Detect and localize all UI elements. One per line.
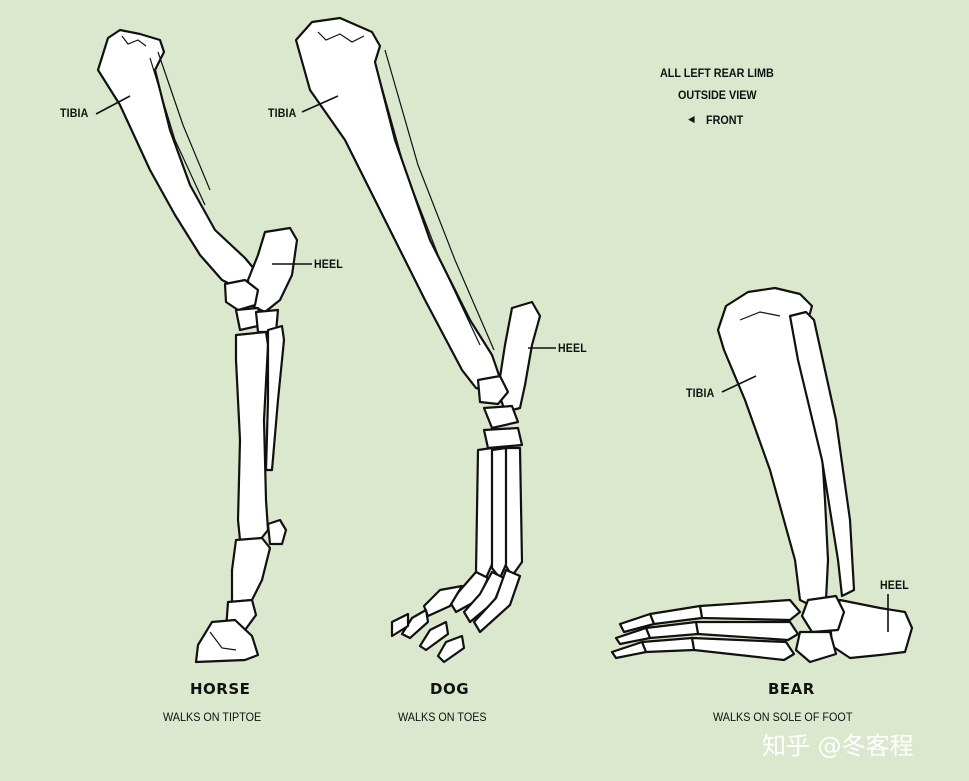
dog-caption: DOG — [430, 680, 470, 698]
dog-gait: WALKS ON TOES — [398, 710, 487, 724]
front-label: FRONT — [706, 113, 744, 127]
dog-heel-label: HEEL — [558, 341, 587, 355]
horse-pastern — [230, 536, 272, 604]
dog-claw-1 — [400, 608, 430, 640]
horse-cannon-bone — [234, 330, 270, 542]
horse-heel-bone — [246, 226, 299, 314]
bear-tibia-label: TIBIA — [686, 386, 715, 400]
dog-tibia — [294, 16, 502, 394]
watermark: 知乎 @冬客程 — [762, 732, 914, 760]
dog-heel-bone — [496, 300, 542, 414]
dog-tibia-label: TIBIA — [268, 106, 297, 120]
horse-tibia-leader — [95, 95, 131, 115]
bear-toe-3 — [640, 636, 696, 654]
bear-tarsal-2 — [794, 630, 838, 664]
horse-limb — [96, 28, 299, 664]
horse-tibia — [96, 28, 257, 290]
dog-claw-3 — [436, 634, 466, 664]
horse-coffin-bone — [194, 618, 260, 664]
horse-splint-bone — [264, 324, 286, 472]
dog-metatarsal-1 — [474, 446, 496, 580]
horse-gait: WALKS ON TIPTOE — [163, 710, 262, 724]
dog-tarsal-3 — [482, 426, 524, 450]
bear-metatarsal-3 — [690, 636, 796, 662]
dog-metatarsal-3 — [504, 446, 524, 578]
horse-caption: HORSE — [190, 680, 251, 698]
bear-caption: BEAR — [768, 680, 815, 698]
horse-tibia-label: TIBIA — [60, 106, 89, 120]
horse-tarsal-1 — [223, 278, 260, 312]
bear-fibula — [788, 310, 856, 598]
view-title: ALL LEFT REAR LIMB — [660, 66, 774, 80]
bear-gait: WALKS ON SOLE OF FOOT — [713, 710, 853, 724]
bear-limb — [610, 286, 914, 664]
dog-limb — [294, 16, 542, 664]
dog-toe-3 — [472, 568, 522, 634]
front-arrow-icon: ◄ — [686, 112, 697, 126]
bear-tibia-leader — [721, 375, 757, 393]
horse-heel-label: HEEL — [314, 257, 343, 271]
dog-claw-4 — [390, 612, 410, 638]
dog-toe-4 — [422, 584, 464, 618]
bear-metatarsal-2 — [694, 620, 800, 642]
dog-tarsal-2 — [482, 404, 520, 430]
bear-heel-label: HEEL — [880, 578, 909, 592]
view-subtitle: OUTSIDE VIEW — [678, 88, 757, 102]
bear-claw-1 — [618, 612, 656, 634]
bear-metatarsal-1 — [698, 598, 802, 622]
bear-tarsal-1 — [800, 594, 846, 634]
bear-claw-3 — [610, 640, 648, 660]
bear-claw-2 — [614, 626, 652, 646]
leader-lines — [95, 95, 889, 632]
dog-metatarsal-2 — [490, 446, 510, 580]
horse-sesamoid — [266, 518, 288, 546]
dog-claw-2 — [418, 620, 450, 652]
dog-tarsal-1 — [476, 374, 510, 406]
dog-tibia-leader — [301, 95, 339, 113]
